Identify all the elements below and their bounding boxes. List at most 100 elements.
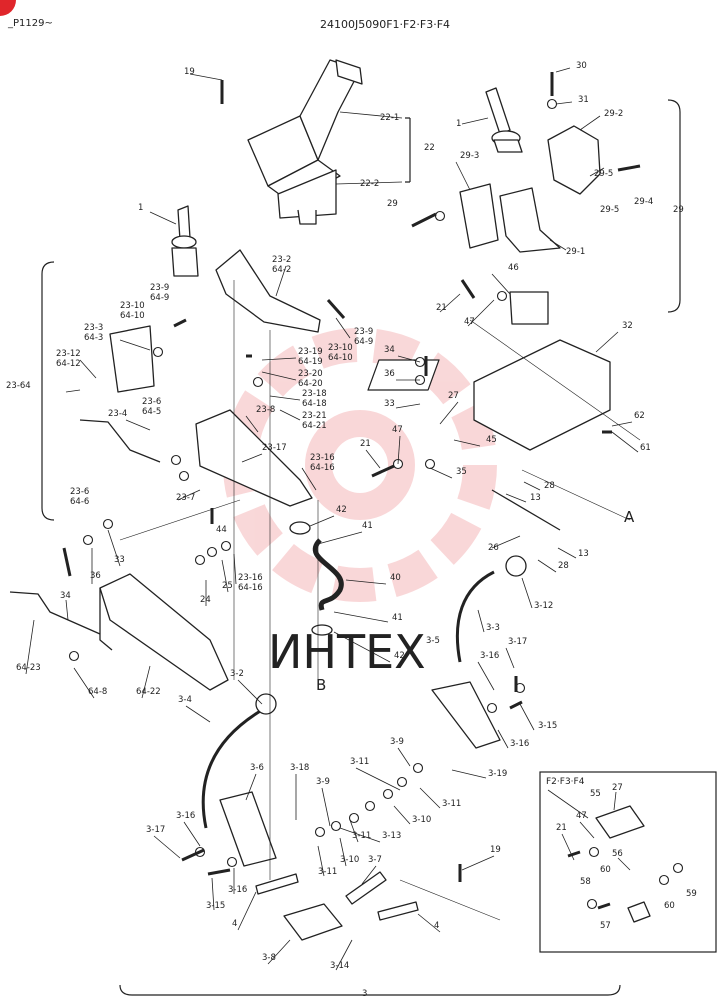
callout-l-29: 29 xyxy=(673,205,684,215)
leader-line-28 xyxy=(595,331,619,353)
leader-line-20 xyxy=(269,395,301,401)
washer-14 xyxy=(396,776,408,788)
washer-8 xyxy=(194,554,206,566)
leader-line-16 xyxy=(125,419,151,431)
bolt-14 xyxy=(207,868,231,876)
leader-line-54 xyxy=(497,729,509,749)
leader-line-22 xyxy=(241,453,263,463)
callout-l-4a: 4 xyxy=(232,919,237,929)
callout-l-3-19: 3-19 xyxy=(488,769,507,779)
left-lever xyxy=(171,205,199,277)
leader-line-18 xyxy=(261,357,297,361)
callout-l-23-9a: 23-9 xyxy=(354,327,373,337)
callout-l-3-13: 3-13 xyxy=(382,831,401,841)
callout-l-64-18: 64-18 xyxy=(302,399,327,409)
center-line-5 xyxy=(399,879,501,921)
inset-frame xyxy=(539,771,717,953)
callout-l-44: 44 xyxy=(216,525,227,535)
watermark-text: ИНТЕХ xyxy=(268,625,426,679)
center-line-6 xyxy=(119,499,241,541)
washer-9 xyxy=(206,546,218,558)
leader-line-75 xyxy=(317,845,325,877)
callout-l-33b: 33 xyxy=(114,555,125,565)
callout-l-64-21: 64-21 xyxy=(302,421,327,431)
callout-l-40: 40 xyxy=(390,573,401,583)
link-4a xyxy=(255,873,299,895)
washer-5 xyxy=(424,458,436,470)
knob-3-12 xyxy=(505,555,527,577)
inset-title: F2·F3·F4 xyxy=(546,777,585,787)
leader-line-65 xyxy=(221,559,229,593)
callout-l-3-5: 3-5 xyxy=(426,636,440,646)
leader-line-25 xyxy=(491,273,511,295)
callout-l-64-6: 64-6 xyxy=(70,497,89,507)
bolt-9 xyxy=(371,464,395,478)
leader-line-21 xyxy=(279,409,301,421)
callout-l-46: 46 xyxy=(508,263,519,273)
leader-line-31 xyxy=(395,403,421,409)
bracket-3 xyxy=(119,984,621,996)
callout-l-13a: 13 xyxy=(530,493,541,503)
callout-l-64-23: 64-23 xyxy=(16,663,41,673)
leader-line-67 xyxy=(25,619,35,675)
group-brackets xyxy=(41,99,681,996)
leader-line-66 xyxy=(233,553,237,585)
leader-line-71 xyxy=(185,705,211,723)
callout-l-19top: 19 xyxy=(184,67,195,77)
bolt-17 xyxy=(509,700,523,710)
washer-6 xyxy=(82,534,94,546)
leader-line-24 xyxy=(301,467,317,491)
callout-l-3-9a: 3-9 xyxy=(390,737,404,747)
leader-line-74 xyxy=(321,787,331,827)
callout-l-62: 62 xyxy=(634,411,645,421)
callout-l-3-8: 3-8 xyxy=(262,953,276,963)
washer-15 xyxy=(382,788,394,800)
callout-l-34b: 34 xyxy=(60,591,71,601)
washer-31 xyxy=(152,346,164,358)
callout-l-64-5: 64-5 xyxy=(142,407,161,417)
callout-l-3-4: 3-4 xyxy=(178,695,192,705)
part-number-title: 24100J5090F1·F2·F3·F4 xyxy=(320,18,451,31)
callout-l-23-3: 23-3 xyxy=(84,323,103,333)
callout-l-4b: 4 xyxy=(434,921,439,931)
frame-64-22 xyxy=(99,573,229,691)
washer-2 xyxy=(496,290,508,302)
washer-0 xyxy=(546,98,558,110)
leader-line-80 xyxy=(153,835,181,859)
leader-line-78 xyxy=(361,865,377,885)
leader-line-91 xyxy=(561,833,575,861)
callout-l-1l: 1 xyxy=(138,203,143,213)
leader-line-40 xyxy=(505,493,527,503)
callout-l-23-20: 23-20 xyxy=(298,369,323,379)
leader-line-38 xyxy=(611,431,639,453)
leader-line-13 xyxy=(119,339,151,351)
leader-line-12 xyxy=(335,317,351,339)
leader-line-33 xyxy=(453,439,481,447)
leader-line-2 xyxy=(555,101,573,105)
callout-l-1r: 1 xyxy=(456,119,461,129)
leader-line-35 xyxy=(365,449,381,469)
callout-l-64-16a: 64-16 xyxy=(310,463,335,473)
callout-l-29b: 29 xyxy=(387,199,398,209)
callout-l-35: 35 xyxy=(456,467,467,477)
leader-line-72 xyxy=(245,773,257,801)
callout-l-3-16d: 3-16 xyxy=(228,885,247,895)
callout-l-64-2: 64-2 xyxy=(272,265,291,275)
callout-l-64-19: 64-19 xyxy=(298,357,323,367)
callout-l-23-21: 23-21 xyxy=(302,411,327,421)
center-line-4 xyxy=(469,319,641,441)
callout-l-31: 31 xyxy=(578,95,589,105)
callout-l-23-2: 23-2 xyxy=(272,255,291,265)
callout-l-3-17b: 3-17 xyxy=(146,825,165,835)
callout-l-23-7: 23-7 xyxy=(176,493,195,503)
callout-l-23-4: 23-4 xyxy=(108,409,127,419)
callout-l-41a: 41 xyxy=(362,521,373,531)
callout-l-29-1: 29-1 xyxy=(566,247,585,257)
callout-l-64-9a: 64-9 xyxy=(354,337,373,347)
pedal-3-6 xyxy=(219,791,277,867)
plate-46 xyxy=(509,291,549,325)
washer-10 xyxy=(220,540,232,552)
callout-l-47a: 47 xyxy=(464,317,475,327)
leader-line-23 xyxy=(177,489,201,501)
leader-line-42 xyxy=(317,531,363,545)
